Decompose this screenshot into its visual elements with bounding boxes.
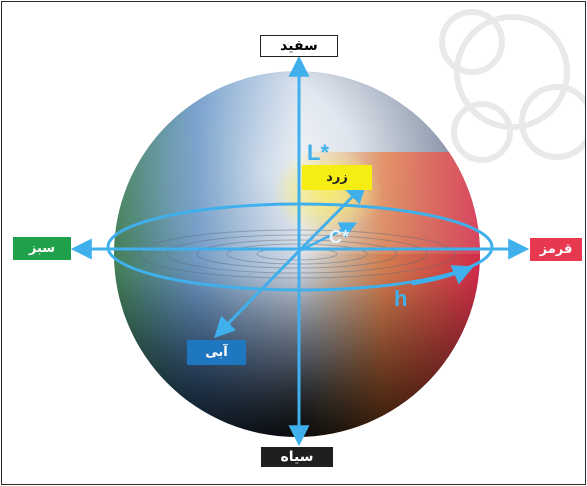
red-label: قرمز — [530, 238, 582, 261]
black-label: سیاه — [261, 447, 333, 467]
chroma-rings — [138, 229, 456, 279]
yellow-blue-axis-down — [214, 249, 301, 339]
chroma-arrow — [298, 222, 358, 253]
lightness-axis-label: L* — [307, 140, 329, 165]
hue-axis-label: h — [394, 286, 408, 311]
yellow-label: زرد — [302, 165, 372, 190]
sphere-body — [114, 71, 480, 437]
green-label: سبز — [13, 237, 71, 260]
background-ornament — [439, 9, 585, 163]
hue-arrow — [411, 265, 474, 286]
white-label: سفید — [260, 35, 338, 57]
blue-label: آبی — [187, 340, 246, 365]
yellow-blue-axis-up — [297, 182, 367, 253]
chroma-axis-label: C* — [329, 227, 350, 247]
